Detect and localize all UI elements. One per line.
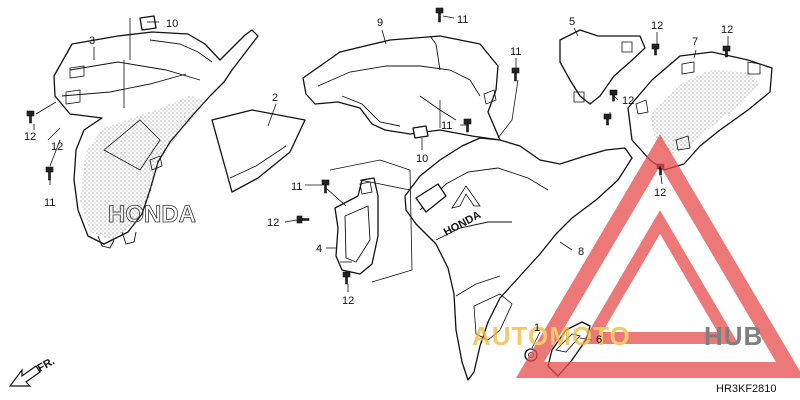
callout-12: 12 — [651, 20, 663, 32]
part-4-bracket — [334, 177, 379, 275]
diagram-code: HR3KF2810 — [716, 383, 777, 395]
callout-11: 11 — [457, 14, 468, 26]
callout-12: 12 — [51, 141, 63, 153]
callout-11: 11 — [291, 181, 302, 193]
bolt-12-below-5 — [603, 113, 612, 126]
callout-11: 11 — [44, 197, 55, 209]
callout-3: 3 — [89, 35, 95, 47]
callout-11: 11 — [510, 46, 521, 58]
part-3-honda-logo: HONDA — [108, 201, 196, 228]
bolt-12-lower-mid — [342, 271, 351, 285]
part-10-clip — [139, 15, 157, 31]
callout-12: 12 — [721, 24, 733, 36]
watermark-text-hub: HUB — [704, 321, 763, 351]
part-10-clip-center — [412, 125, 429, 139]
bolt-11-center — [463, 118, 472, 133]
callout-12: 12 — [267, 217, 279, 229]
watermark-triangle — [515, 134, 800, 378]
callout-12: 12 — [654, 187, 666, 199]
bolt-11-left — [45, 166, 54, 181]
callout-6: 6 — [596, 334, 602, 346]
callout-11: 11 — [441, 120, 452, 132]
part-3-left-upper-cover: HONDA — [53, 29, 259, 249]
bolt-11-top-center — [435, 7, 444, 23]
part-8-main-shroud: HONDA — [404, 137, 633, 381]
callout-8: 8 — [578, 246, 584, 258]
front-direction-label: FR. — [36, 355, 57, 374]
bolt-11-mid-left — [321, 179, 330, 194]
part-5-plate — [559, 29, 646, 105]
callout-5: 5 — [569, 16, 575, 28]
callout-10: 10 — [416, 153, 428, 165]
watermark-text-automoto: AUTOMOTO — [472, 321, 631, 351]
callout-12: 12 — [24, 131, 36, 143]
bolt-11-right-of-9 — [511, 67, 520, 82]
watermark-logo: AUTOMOTO HUB — [472, 134, 800, 378]
bolt-12-near-5 — [651, 43, 660, 56]
callout-12: 12 — [342, 295, 354, 307]
callout-1: 1 — [534, 322, 540, 334]
part-9-center-cover — [302, 35, 501, 141]
bolt-12-mid — [296, 215, 310, 224]
callout-7: 7 — [692, 36, 698, 48]
part-2-side-panel — [211, 109, 306, 193]
callout-labels: 10 3 2 12 12 11 9 11 11 11 10 11 12 4 12… — [24, 14, 733, 346]
callout-9: 9 — [377, 17, 383, 29]
front-direction-marker: FR. — [8, 355, 57, 387]
leader-lines — [33, 15, 729, 349]
callout-2: 2 — [272, 92, 278, 104]
bolt-12-left-a — [26, 110, 35, 124]
callout-10: 10 — [166, 18, 178, 30]
callout-4: 4 — [316, 243, 322, 255]
bolt-12-top-right — [722, 45, 731, 58]
callout-12: 12 — [622, 95, 634, 107]
front-arrow-icon — [8, 365, 41, 387]
